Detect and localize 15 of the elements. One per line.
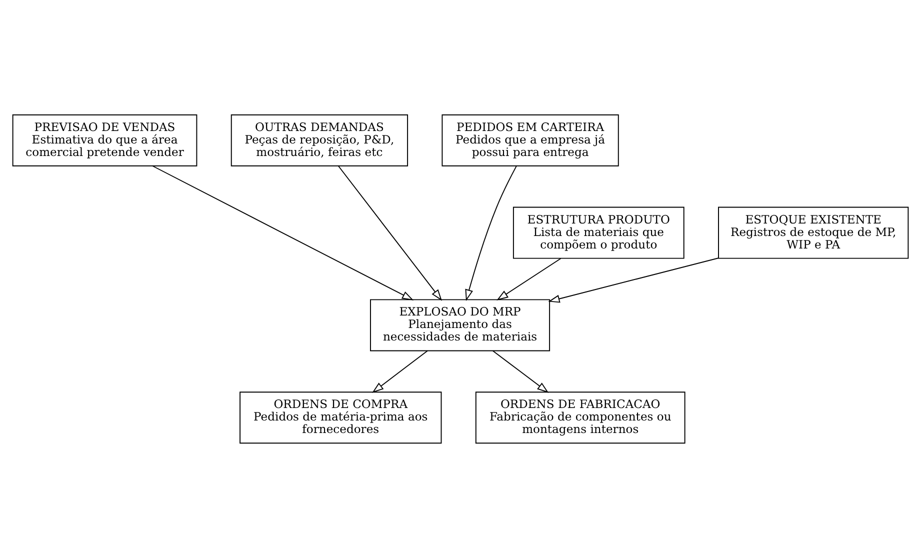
arrow	[338, 166, 442, 301]
node-box: EXPLOSAO DO MRP Planejamento das necessidades de materiais	[370, 299, 550, 352]
arrow	[548, 258, 719, 303]
node-box: OUTRAS DEMANDAS Peças de reposição, P&D, mostruário, feiras etc	[230, 114, 408, 166]
node-box: PREVISAO DE VENDAS Estimativa do que a área comercial pretende vender	[12, 114, 198, 166]
arrow	[372, 350, 428, 393]
arrow	[152, 166, 414, 300]
node-box: ESTOQUE EXISTENTE Registros de estoque de MP, WIP e PA	[718, 206, 909, 259]
node-box: ORDENS DE FABRICACAO Fabricação de componentes ou montagens internos	[475, 392, 686, 444]
node-box: ORDENS DE COMPRA Pedidos de matéria-prima aos fornecedores	[240, 392, 442, 444]
arrow	[465, 165, 517, 302]
node-box: PEDIDOS EM CARTEIRA Pedidos que a empresa já possui para entrega	[442, 114, 619, 166]
node-box: ESTRUTURA PRODUTO Lista de materiais que compõem o produto	[512, 206, 684, 259]
arrow	[496, 258, 562, 300]
arrow	[492, 350, 549, 393]
